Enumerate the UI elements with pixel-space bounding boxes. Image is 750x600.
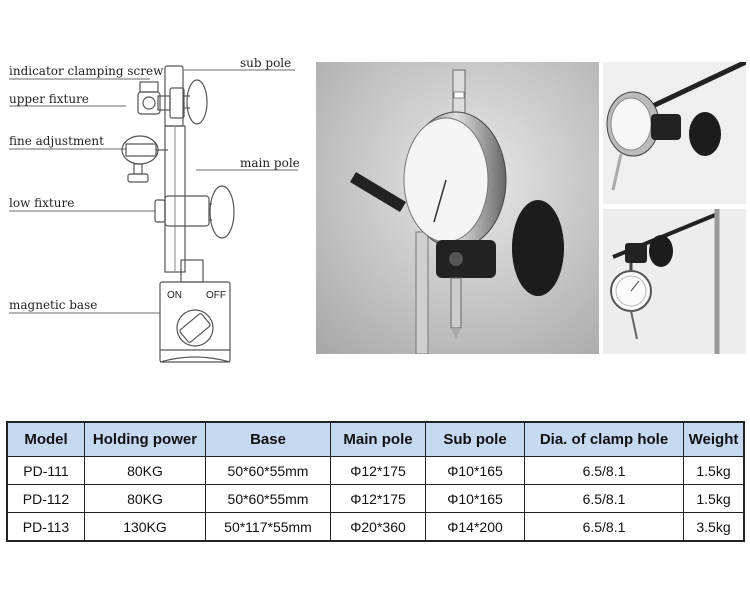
cell-main-pole: Φ12*175 (330, 484, 426, 513)
label-magnetic-base: magnetic base (9, 298, 98, 312)
cell-main-pole: Φ20*360 (330, 512, 426, 542)
cell-holding-power: 80KG (84, 484, 206, 513)
header-holding-power: Holding power (84, 421, 206, 457)
table-row: PD-111 80KG 50*60*55mm Φ12*175 Φ10*165 6… (6, 456, 745, 485)
cell-sub-pole: Φ14*200 (425, 512, 525, 542)
label-sub-pole: sub pole (240, 56, 292, 70)
label-indicator-clamping-screw: indicator clamping screw (9, 64, 164, 78)
cell-base: 50*117*55mm (205, 512, 331, 542)
header-sub-pole: Sub pole (425, 421, 525, 457)
table-row: PD-113 130KG 50*117*55mm Φ20*360 Φ14*200… (6, 512, 745, 542)
header-clamp-hole: Dia. of clamp hole (524, 421, 684, 457)
cell-weight: 3.5kg (683, 512, 745, 542)
cell-weight: 1.5kg (683, 456, 745, 485)
label-upper-fixture: upper fixture (9, 92, 89, 106)
header-base: Base (205, 421, 331, 457)
table-header-row: Model Holding power Base Main pole Sub p… (6, 421, 745, 457)
cell-clamp-hole: 6.5/8.1 (524, 484, 684, 513)
table-row: PD-112 80KG 50*60*55mm Φ12*175 Φ10*165 6… (6, 484, 745, 513)
label-main-pole: main pole (240, 156, 300, 170)
cell-holding-power: 80KG (84, 456, 206, 485)
cell-holding-power: 130KG (84, 512, 206, 542)
cell-model: PD-113 (6, 512, 85, 542)
cell-weight: 1.5kg (683, 484, 745, 513)
cell-base: 50*60*55mm (205, 484, 331, 513)
cell-sub-pole: Φ10*165 (425, 456, 525, 485)
switch-on-label: ON (167, 290, 182, 301)
header-weight: Weight (683, 421, 745, 457)
lever-indicator-photo (603, 209, 746, 354)
cell-main-pole: Φ12*175 (330, 456, 426, 485)
header-main-pole: Main pole (330, 421, 426, 457)
cell-clamp-hole: 6.5/8.1 (524, 456, 684, 485)
indicator-closeup-photo (603, 62, 746, 204)
dial-indicator-photo (316, 62, 599, 354)
cell-model: PD-112 (6, 484, 85, 513)
header-model: Model (6, 421, 85, 457)
label-fine-adjustment: fine adjustment (9, 134, 104, 148)
specification-table: Model Holding power Base Main pole Sub p… (6, 421, 745, 542)
cell-model: PD-111 (6, 456, 85, 485)
product-diagram: ON OFF indicator clamping screw upper fi… (0, 0, 310, 385)
label-low-fixture: low fixture (9, 196, 75, 210)
cell-sub-pole: Φ10*165 (425, 484, 525, 513)
magnetic-stand-drawing: ON OFF (9, 65, 298, 363)
cell-clamp-hole: 6.5/8.1 (524, 512, 684, 542)
switch-off-label: OFF (206, 290, 226, 301)
cell-base: 50*60*55mm (205, 456, 331, 485)
